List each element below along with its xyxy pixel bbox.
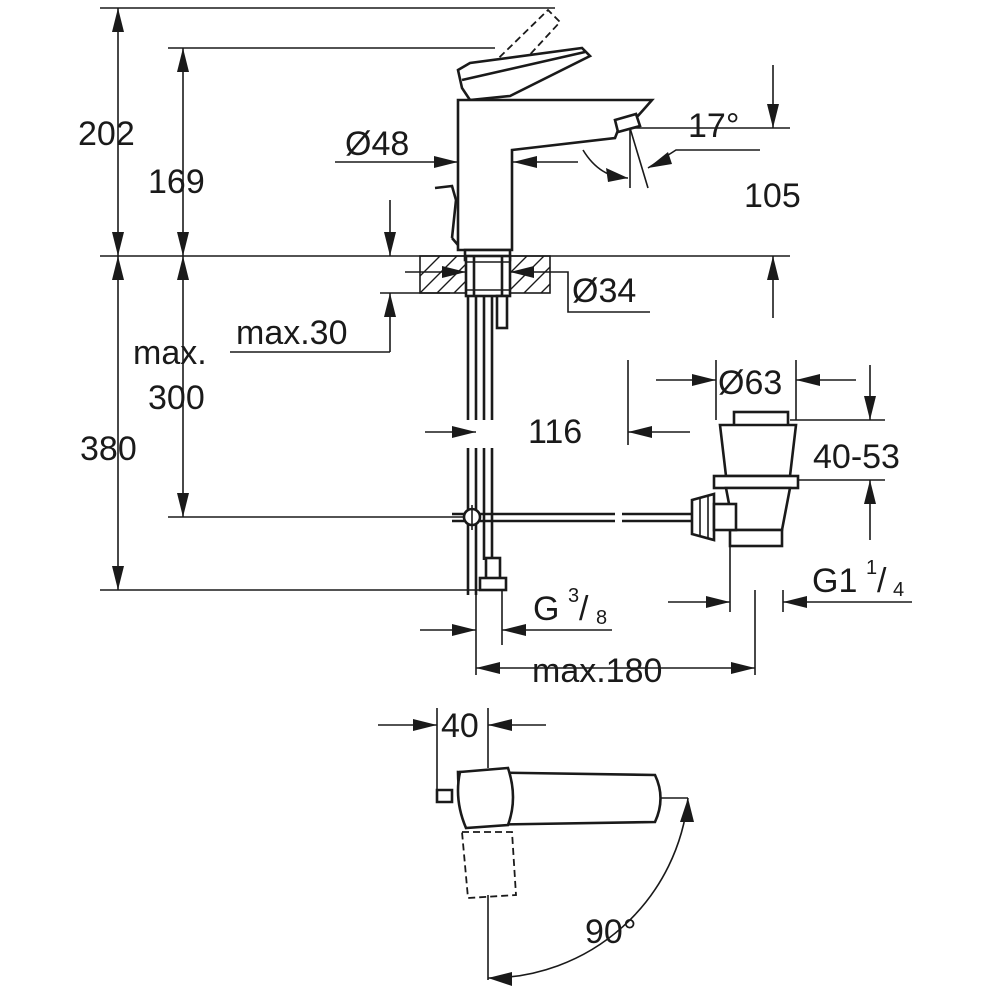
svg-text:1: 1 — [866, 557, 877, 579]
svg-text:G1: G1 — [812, 562, 857, 600]
label-max: max. — [133, 334, 207, 372]
svg-text:8: 8 — [596, 607, 607, 629]
svg-text:/: / — [877, 562, 887, 600]
extension-lines — [100, 7, 885, 980]
label-diameter-48: Ø48 — [345, 125, 409, 163]
label-angle-17: 17° — [688, 107, 739, 145]
svg-text:/: / — [579, 590, 589, 628]
label-inlet-thread: G 3 / 8 — [533, 585, 607, 629]
label-380: 380 — [80, 430, 137, 468]
countertop-section — [419, 254, 551, 330]
label-40-53: 40-53 — [813, 438, 900, 476]
svg-text:G: G — [533, 590, 559, 628]
label-diameter-63: Ø63 — [718, 364, 782, 402]
popup-rod — [452, 505, 700, 530]
dimension-lines — [112, 8, 912, 986]
faucet-side-view — [434, 8, 655, 262]
label-202: 202 — [78, 115, 135, 153]
label-angle-90: 90° — [585, 913, 636, 951]
label-169: 169 — [148, 163, 205, 201]
label-40: 40 — [441, 707, 479, 745]
label-max-180: max.180 — [532, 652, 662, 690]
waste-assembly — [690, 410, 800, 548]
label-105: 105 — [744, 177, 801, 215]
svg-text:3: 3 — [568, 585, 579, 607]
faucet-top-view — [435, 766, 662, 899]
svg-text:4: 4 — [893, 579, 904, 601]
label-300: 300 — [148, 379, 205, 417]
label-116: 116 — [528, 413, 582, 451]
label-max-30: max.30 — [236, 314, 348, 352]
label-diameter-34: Ø34 — [572, 272, 636, 310]
dimension-labels: 202 169 Ø48 17° 105 Ø34 max.30 max. 300 … — [78, 107, 904, 951]
label-waste-thread: G1 1 / 4 — [812, 557, 904, 601]
supply-hoses — [466, 296, 508, 595]
